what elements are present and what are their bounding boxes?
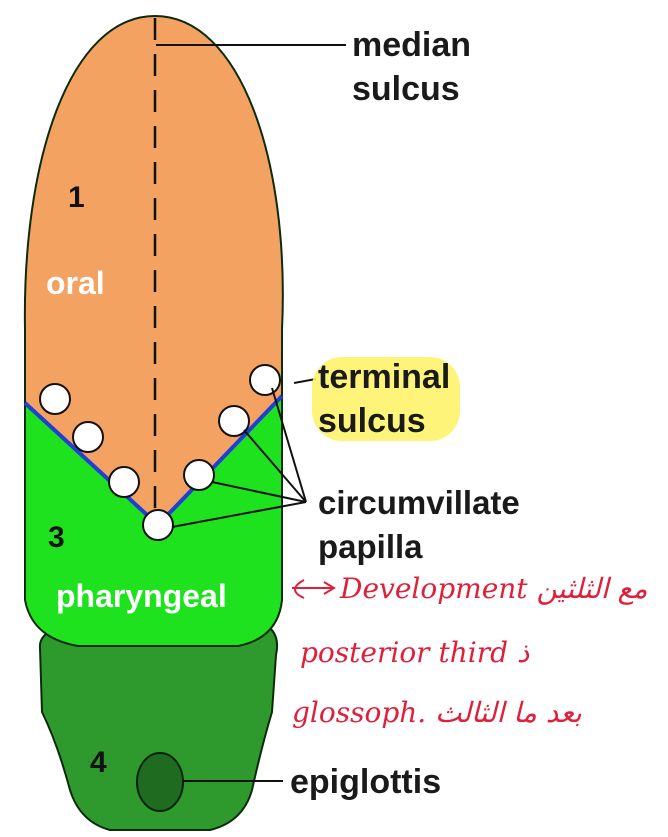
region-label-pharyngeal: pharyngeal — [56, 578, 227, 614]
papilla-apex — [143, 510, 173, 540]
label-epiglottis: epiglottis — [290, 763, 441, 801]
label-circumvillate: circumvillate — [318, 484, 520, 521]
region-label-oral: oral — [46, 265, 105, 301]
label-terminal: terminal — [318, 358, 450, 396]
region-number-4: 4 — [90, 746, 107, 779]
epiglottis-knob — [137, 753, 183, 811]
note-line-3: glossoph. بعد ما الثالث — [292, 696, 582, 729]
papilla-right-3 — [184, 460, 214, 490]
hand-arrow-icon — [292, 580, 334, 598]
label-terminal-sulcus: sulcus — [318, 402, 426, 440]
papilla-left-1 — [40, 384, 70, 414]
papilla-left-3 — [109, 467, 139, 497]
region-number-3: 3 — [48, 521, 65, 554]
region-number-1: 1 — [68, 181, 85, 214]
papilla-left-2 — [73, 422, 103, 452]
papilla-right-1 — [250, 365, 280, 395]
label-median-sulcus: sulcus — [352, 70, 460, 108]
label-median: median — [352, 26, 471, 64]
note-line-2: posterior third ذ — [300, 636, 530, 669]
label-papilla: papilla — [318, 528, 423, 565]
handwritten-note: Development مع الثلثين posterior third ذ… — [292, 572, 648, 729]
note-line-1: Development مع الثلثين — [339, 572, 648, 605]
